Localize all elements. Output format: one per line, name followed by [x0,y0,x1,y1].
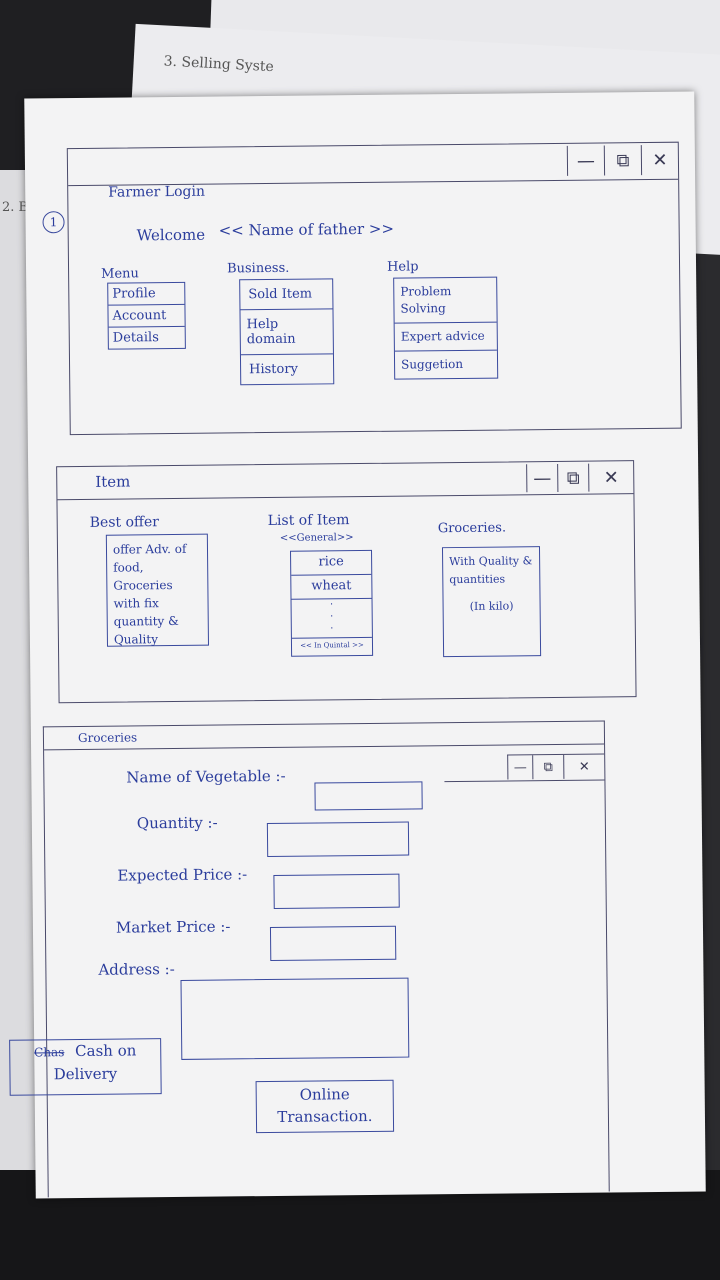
cash-on-delivery-button[interactable]: Chas Cash on Delivery [9,1038,162,1096]
close-button[interactable]: ✕ [578,759,590,775]
menu-item-profile[interactable]: Profile [108,282,185,306]
business-item-sold-item[interactable]: Sold Item [240,279,333,311]
vegetable-name-label: Name of Vegetable :- [126,766,286,787]
list-item-rice[interactable]: rice [291,550,372,576]
farmer-login-window: — ⧉ ✕ Farmer Login 1 Welcome << Name of … [42,141,682,436]
back-sheet-note: 3. Selling Syste [163,53,275,76]
help-item-suggestion[interactable]: Suggetion [400,356,464,372]
title-bar-divider [57,493,634,501]
window-title: Farmer Login [108,183,206,201]
help-item-problem-solving[interactable]: Problem Solving [394,277,497,324]
minimize-button[interactable]: — [508,755,534,780]
best-offer-heading: Best offer [89,514,159,531]
list-of-item-heading: List of Item [267,512,350,530]
minimize-button[interactable]: — [527,463,559,493]
menu-list: Profile Account Details [107,281,186,350]
quantity-label: Quantity :- [136,813,218,833]
sketch-page: — ⧉ ✕ Farmer Login 1 Welcome << Name of … [9,91,706,1199]
best-offer-text: offer Adv. of food, Groceries with fix q… [112,541,187,647]
address-label: Address :- [98,960,175,979]
online-transaction-button[interactable]: Online Transaction. [255,1079,395,1134]
groceries-unit: (In kilo) [469,599,514,613]
step-number-badge: 1 [42,211,65,234]
maximize-button[interactable]: ⧉ [533,754,565,780]
vegetable-name-input[interactable] [314,781,423,811]
cash-on-delivery-label: Cash on Delivery [53,1041,137,1084]
item-list: rice wheat ··· << In Quintal >> [290,549,374,657]
title-bar-divider [44,743,605,751]
expected-price-label: Expected Price :- [117,865,248,885]
market-price-input[interactable] [269,925,397,962]
market-price-label: Market Price :- [115,917,231,937]
window-controls: — ⧉ ✕ [566,144,679,176]
help-list: Problem Solving Expert advice Suggetion [393,276,499,380]
groceries-text: With Quality & quantities [449,554,533,587]
menu-item-details[interactable]: Details [112,330,159,346]
window-title: Groceries [77,730,138,746]
groceries-box[interactable]: With Quality & quantities (In kilo) [441,546,542,658]
expected-price-input[interactable] [273,873,400,909]
window-controls: — ⧉ ✕ [507,753,605,780]
welcome-user-name: << Name of father >> [218,219,395,240]
business-item-help-domain[interactable]: Help domain [240,309,333,356]
quantity-input[interactable] [266,821,410,858]
item-window: — ⧉ ✕ Item Best offer offer Adv. of food… [56,460,637,704]
controls-divider [444,779,605,783]
business-list: Sold Item Help domain History [239,278,335,386]
close-button[interactable]: ✕ [603,466,619,488]
online-transaction-label: Online Transaction. [277,1085,373,1126]
close-button[interactable]: ✕ [652,149,668,171]
menu-item-account[interactable]: Account [108,304,185,328]
help-item-expert-advice[interactable]: Expert advice [394,322,497,352]
list-item-wheat[interactable]: wheat [291,574,372,600]
list-unit-footer: << In Quintal >> [300,641,364,650]
list-divider-dots: ··· [291,598,372,639]
groceries-heading: Groceries. [437,520,507,537]
menu-heading: Menu [101,266,139,282]
groceries-window: Groceries — ⧉ ✕ Name of Vegetable :- Qua… [9,720,610,1198]
window-controls: — ⧉ ✕ [526,463,634,493]
help-heading: Help [386,259,419,275]
address-textarea[interactable] [180,977,410,1060]
window-title: Item [95,472,131,491]
best-offer-box[interactable]: offer Adv. of food, Groceries with fix q… [105,533,209,647]
cash-struck-text: Chas [34,1045,65,1060]
list-of-item-subtitle: <<General>> [279,532,354,544]
business-item-history[interactable]: History [249,361,298,378]
business-heading: Business. [226,260,290,277]
welcome-label: Welcome [136,225,206,245]
maximize-button[interactable]: ⧉ [604,145,643,176]
minimize-button[interactable]: — [567,145,606,176]
maximize-button[interactable]: ⧉ [558,463,590,492]
